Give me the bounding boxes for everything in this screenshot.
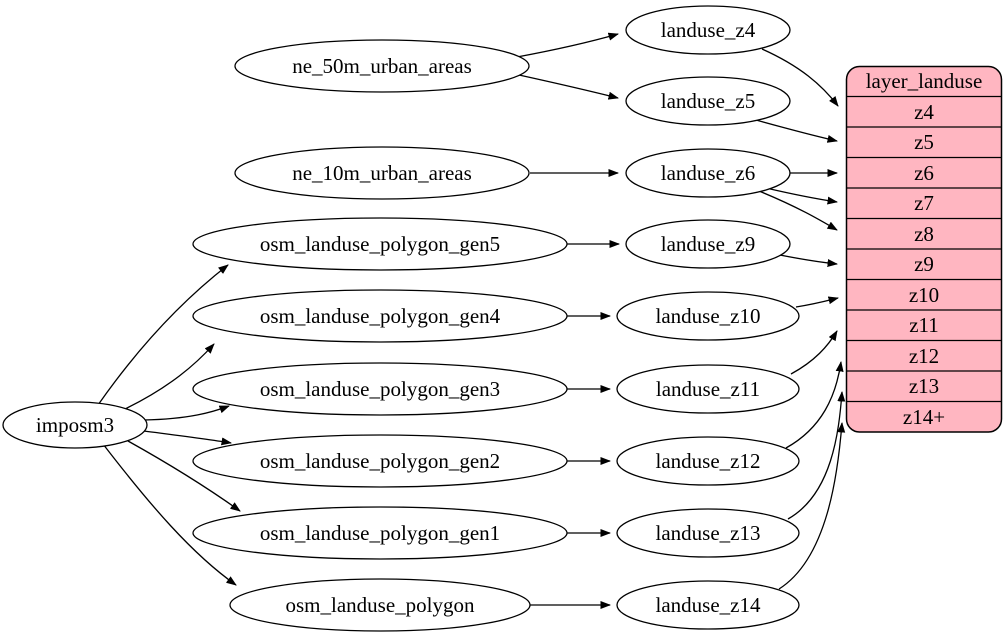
node-osm_landuse_polygon_gen4-shape	[192, 289, 568, 343]
node-ne_50m_urban_areas-label: ne_50m_urban_areas	[292, 54, 472, 78]
edge-ne_50m_urban_areas-landuse_z4	[516, 32, 619, 58]
node-landuse_z6-shape	[625, 148, 791, 198]
edge-landuse_z11-layer_landuse-z11	[790, 330, 838, 375]
edge-ne_50m_urban_areas-landuse_z5	[518, 74, 619, 100]
node-ne_10m_urban_areas-label: ne_10m_urban_areas	[292, 161, 472, 185]
node-landuse_z13-shape	[616, 508, 800, 558]
node-osm_landuse_polygon_gen4: osm_landuse_polygon_gen4	[192, 289, 568, 343]
node-landuse_z12: landuse_z12	[616, 436, 800, 486]
table-row-z8: z8	[914, 222, 934, 246]
node-osm_landuse_polygon-shape	[229, 578, 531, 632]
node-landuse_z4: landuse_z4	[625, 5, 791, 55]
node-landuse_z12-shape	[616, 436, 800, 486]
node-osm_landuse_polygon_gen1-label: osm_landuse_polygon_gen1	[260, 521, 500, 545]
node-osm_landuse_polygon_gen5: osm_landuse_polygon_gen5	[192, 217, 568, 271]
node-landuse_z11-label: landuse_z11	[656, 377, 760, 401]
node-landuse_z11: landuse_z11	[616, 364, 800, 414]
node-landuse_z14: landuse_z14	[616, 580, 800, 630]
table-row-z7: z7	[914, 191, 934, 215]
node-landuse_z9-label: landuse_z9	[661, 232, 755, 256]
node-osm_landuse_polygon_gen4-label: osm_landuse_polygon_gen4	[260, 304, 501, 328]
node-imposm3-shape	[2, 401, 148, 449]
node-landuse_z4-label: landuse_z4	[661, 18, 756, 42]
edge-landuse_z14-layer_landuse-z14plus	[778, 422, 846, 590]
edge-landuse_z13-layer_landuse-z13	[787, 391, 846, 520]
node-osm_landuse_polygon_gen1: osm_landuse_polygon_gen1	[192, 506, 568, 560]
table-row-z9: z9	[914, 252, 934, 276]
node-landuse_z9-shape	[625, 219, 791, 269]
node-landuse_z10-shape	[616, 291, 800, 341]
edge-imposm3-osm_landuse_polygon_gen1	[127, 440, 241, 512]
node-landuse_z6: landuse_z6	[625, 148, 791, 198]
node-osm_landuse_polygon_gen3-label: osm_landuse_polygon_gen3	[260, 377, 500, 401]
node-landuse_z6-label: landuse_z6	[661, 161, 755, 185]
node-osm_landuse_polygon_gen2-label: osm_landuse_polygon_gen2	[260, 449, 500, 473]
node-osm_landuse_polygon_gen2-shape	[192, 434, 568, 488]
table-row-z5: z5	[914, 130, 934, 154]
node-landuse_z14-shape	[616, 580, 800, 630]
node-ne_10m_urban_areas: ne_10m_urban_areas	[234, 146, 530, 200]
node-ne_10m_urban_areas-shape	[234, 146, 530, 200]
table-row-z13: z13	[909, 374, 939, 398]
edge-landuse_z4-layer_landuse-z4	[761, 48, 839, 107]
node-landuse_z5: landuse_z5	[625, 76, 791, 126]
node-landuse_z12-label: landuse_z12	[656, 449, 761, 473]
table-row-z11: z11	[909, 313, 939, 337]
node-imposm3-label: imposm3	[36, 413, 114, 437]
node-imposm3: imposm3	[2, 401, 148, 449]
table-row-z12: z12	[909, 344, 939, 368]
node-osm_landuse_polygon_gen1-shape	[192, 506, 568, 560]
node-ne_50m_urban_areas: ne_50m_urban_areas	[234, 39, 530, 93]
node-landuse_z14-label: landuse_z14	[656, 593, 761, 617]
edge-imposm3-osm_landuse_polygon_gen4	[124, 343, 215, 410]
node-osm_landuse_polygon-label: osm_landuse_polygon	[286, 593, 475, 617]
node-layer_landuse: layer_landuse z4 z5 z6 z7 z8 z9 z10 z11 …	[845, 65, 1003, 433]
edge-landuse_z6-layer_landuse-z8	[758, 190, 838, 231]
node-landuse_z13-label: landuse_z13	[656, 521, 761, 545]
node-osm_landuse_polygon_gen5-label: osm_landuse_polygon_gen5	[260, 232, 500, 256]
table-row-z6: z6	[914, 161, 934, 185]
edge-imposm3-osm_landuse_polygon_gen2	[143, 430, 232, 446]
edge-landuse_z10-layer_landuse-z10	[795, 296, 839, 308]
table-row-z10: z10	[909, 283, 939, 307]
node-landuse_z4-shape	[625, 5, 791, 55]
edge-landuse_z12-layer_landuse-z12	[785, 361, 844, 449]
node-landuse_z11-shape	[616, 364, 800, 414]
node-landuse_z10-label: landuse_z10	[656, 304, 761, 328]
node-osm_landuse_polygon_gen5-shape	[192, 217, 568, 271]
node-osm_landuse_polygon_gen2: osm_landuse_polygon_gen2	[192, 434, 568, 488]
node-ne_50m_urban_areas-shape	[234, 39, 530, 93]
table-title: layer_landuse	[866, 69, 983, 93]
node-landuse_z5-label: landuse_z5	[661, 89, 755, 113]
node-osm_landuse_polygon_gen3: osm_landuse_polygon_gen3	[192, 362, 568, 416]
node-osm_landuse_polygon_gen3-shape	[192, 362, 568, 416]
table-row-z4: z4	[914, 100, 934, 124]
node-osm_landuse_polygon: osm_landuse_polygon	[229, 578, 531, 632]
node-landuse_z13: landuse_z13	[616, 508, 800, 558]
edge-landuse_z6-layer_landuse-z7	[765, 187, 838, 205]
node-landuse_z9: landuse_z9	[625, 219, 791, 269]
node-landuse_z10: landuse_z10	[616, 291, 800, 341]
table-row-z14plus: z14+	[903, 405, 945, 429]
edge-imposm3-osm_landuse_polygon	[102, 443, 237, 586]
edge-imposm3-osm_landuse_polygon_gen3	[143, 405, 230, 421]
edge-landuse_z5-layer_landuse-z5	[755, 119, 838, 143]
edges	[97, 32, 846, 609]
node-landuse_z5-shape	[625, 76, 791, 126]
edge-imposm3-osm_landuse_polygon_gen5	[97, 264, 229, 406]
